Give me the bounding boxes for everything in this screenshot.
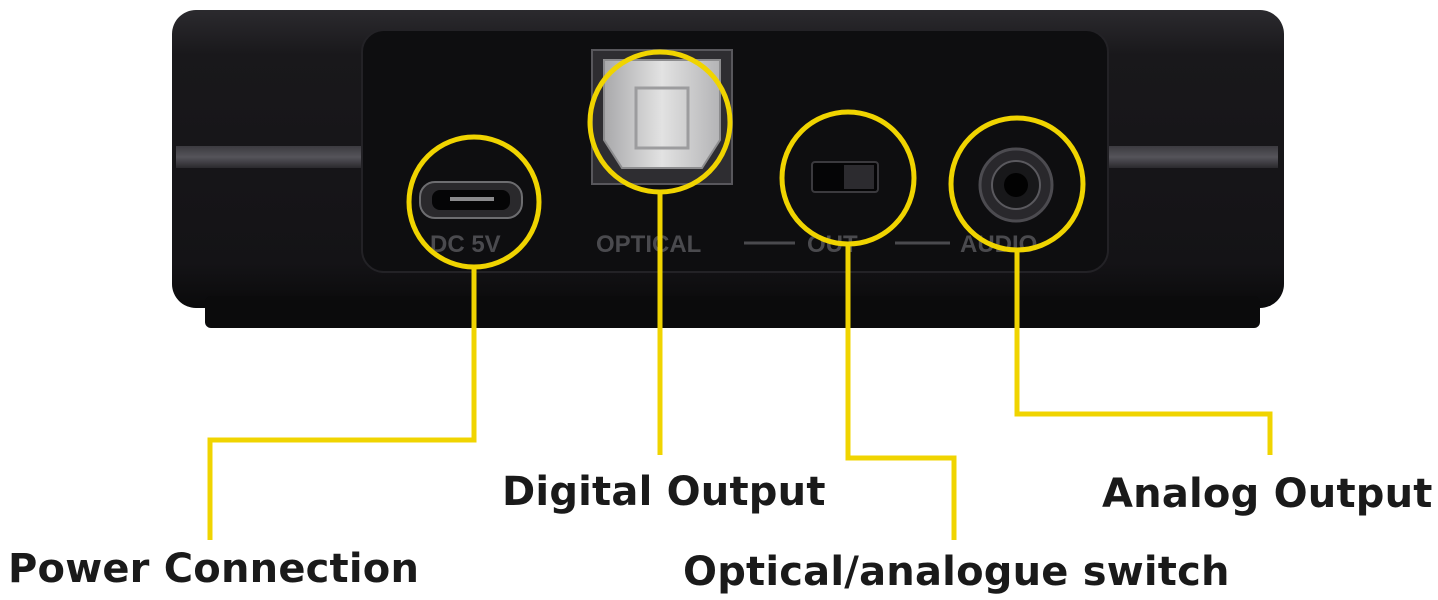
micro-usb-port <box>419 181 523 219</box>
analog-output-label: Analog Output <box>1102 471 1433 517</box>
callout-leaders <box>207 192 1273 540</box>
analog-leader-line <box>1014 250 1273 455</box>
switch-leader-line <box>845 244 957 540</box>
usb-port-contacts <box>450 197 494 201</box>
optical-analogue-switch-label: Optical/analogue switch <box>683 549 1230 595</box>
optical-port <box>591 49 733 185</box>
switch-knob <box>844 165 874 189</box>
power-connection-label: Power Connection <box>8 546 420 592</box>
port-label-optical: OPTICAL <box>596 231 701 258</box>
right-edge-band <box>1098 146 1278 168</box>
slide-switch <box>811 161 879 193</box>
left-edge-band <box>176 146 366 168</box>
port-label-dc: DC 5V <box>430 231 501 258</box>
digital-output-label: Digital Output <box>502 469 826 515</box>
optical-port-window <box>634 86 690 150</box>
power-leader-line <box>207 267 477 540</box>
port-panel <box>361 29 1109 273</box>
device-base <box>205 296 1260 328</box>
optical-port-plug <box>603 59 721 169</box>
audio-jack <box>978 147 1054 223</box>
audio-jack-hole <box>1004 173 1028 197</box>
